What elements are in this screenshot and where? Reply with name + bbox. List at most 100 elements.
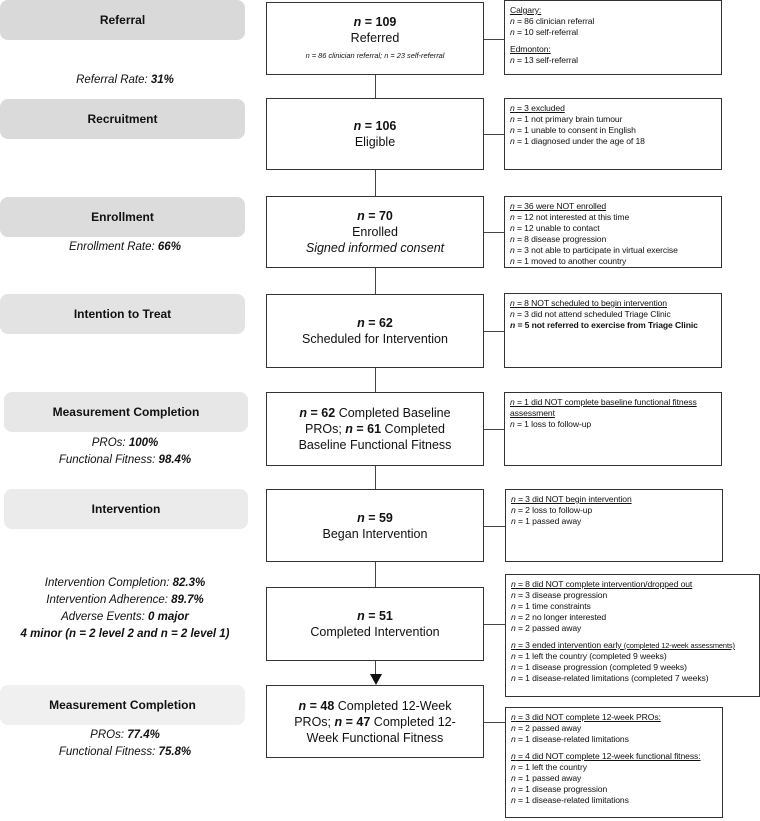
text-segment: = 3 disease progression xyxy=(515,590,608,600)
text-segment: = 1 not primary brain tumour xyxy=(514,114,623,124)
text-segment: Edmonton: xyxy=(510,44,551,54)
flow-box-line: Eligible xyxy=(355,134,395,150)
text-segment: Began Intervention xyxy=(322,526,428,541)
exclusion-line: n = 2 no longer interested xyxy=(511,612,754,623)
text-segment: 75.8% xyxy=(158,746,192,758)
text-segment: n xyxy=(511,734,516,744)
flow-connector xyxy=(375,562,377,587)
exclusion-box: n = 3 did NOT complete 12-week PROs:n = … xyxy=(505,707,723,818)
text-segment: = 1 disease-related limitations xyxy=(515,734,629,744)
text-segment: n xyxy=(357,510,365,525)
text-segment: n xyxy=(357,316,365,330)
text-segment: Eligible xyxy=(354,135,396,149)
connector-line xyxy=(484,38,504,40)
exclusion-line: n = 2 passed away xyxy=(511,623,754,634)
metric-line: Functional Fitness: 75.8% xyxy=(0,744,250,761)
text-segment: n xyxy=(511,640,516,650)
exclusion-line: Calgary: xyxy=(510,5,716,16)
text-segment: n xyxy=(510,114,515,124)
text-segment: n xyxy=(510,309,515,319)
text-segment: Enrollment Rate: xyxy=(69,241,158,253)
text-segment: n xyxy=(511,505,516,515)
text-segment: Scheduled for Intervention xyxy=(302,332,448,346)
text-segment: = 10 self-referral xyxy=(514,27,578,37)
text-segment: n xyxy=(357,209,365,223)
text-segment: = 1 passed away xyxy=(515,773,582,783)
exclusion-line: n = 3 disease progression xyxy=(511,590,754,601)
text-segment: n xyxy=(353,14,362,29)
connector-line xyxy=(484,721,505,723)
metric-line: PROs: 77.4% xyxy=(0,727,250,744)
text-segment: = 2 passed away xyxy=(515,723,582,733)
text-segment: PROs: xyxy=(90,729,128,741)
text-segment: = 106 xyxy=(361,119,397,133)
exclusion-line: n = 1 disease-related limitations (compl… xyxy=(511,673,754,684)
flow-connector xyxy=(375,170,377,196)
exclusion-line: n = 3 did NOT begin intervention xyxy=(511,494,717,505)
text-segment: = 48 xyxy=(306,698,335,713)
flow-box-line: Completed Intervention xyxy=(310,624,439,640)
text-segment: n xyxy=(510,256,515,266)
text-segment: n xyxy=(510,55,515,65)
text-segment: = 3 did not attend scheduled Triage Clin… xyxy=(514,309,671,319)
exclusion-line: n = 1 disease-related limitations xyxy=(511,795,717,806)
exclusion-line: n = 1 passed away xyxy=(511,516,717,527)
text-segment: Referral Rate: xyxy=(76,74,151,86)
text-segment: n xyxy=(511,590,516,600)
text-segment: = 2 no longer interested xyxy=(515,612,607,622)
text-segment: n xyxy=(510,27,515,37)
text-segment: PROs: xyxy=(91,437,129,449)
text-segment: = 1 diagnosed under the age of 18 xyxy=(514,136,645,146)
text-segment: (completed 12-week assessments) xyxy=(623,641,735,650)
text-segment: Week Functional Fitness xyxy=(306,730,444,745)
exclusion-line: n = 86 clinician referral xyxy=(510,16,716,27)
flow-connector xyxy=(375,268,377,294)
connector-line xyxy=(484,232,504,234)
stage-label-referral: Referral xyxy=(0,0,245,40)
stage-metrics: Enrollment Rate: 66% xyxy=(0,239,250,256)
flow-connector xyxy=(375,466,377,489)
exclusion-box: n = 1 did NOT complete baseline function… xyxy=(504,392,722,466)
text-segment: Completed xyxy=(381,422,446,436)
flow-connector xyxy=(375,75,377,98)
exclusion-line: n = 5 not referred to exercise from Tria… xyxy=(510,320,716,331)
text-segment: 89.7% xyxy=(171,594,204,606)
text-segment: = 1 moved to another country xyxy=(514,256,627,266)
text-segment: Adverse Events: xyxy=(61,611,148,623)
metric-line: Adverse Events: 0 major xyxy=(0,609,250,626)
text-segment: = 36 were NOT enrolled xyxy=(514,201,607,211)
text-segment: 4 minor (n = 2 level 2 and n = 2 level 1… xyxy=(20,628,230,640)
text-segment: = 1 passed away xyxy=(515,516,582,526)
flow-connector xyxy=(375,661,377,674)
text-segment: assessment xyxy=(510,408,555,418)
exclusion-line: n = 1 disease-related limitations xyxy=(511,734,717,745)
text-segment: n xyxy=(510,136,515,146)
text-segment: = 2 passed away xyxy=(515,623,582,633)
metric-line: Intervention Adherence: 89.7% xyxy=(0,592,250,609)
exclusion-line: n = 1 not primary brain tumour xyxy=(510,114,716,125)
text-segment: = 3 excluded xyxy=(514,103,565,113)
text-segment: n xyxy=(510,103,515,113)
text-segment: n xyxy=(510,397,515,407)
exclusion-line: n = 3 excluded xyxy=(510,103,716,114)
text-segment: n xyxy=(357,609,365,623)
text-segment: n xyxy=(510,245,515,255)
flow-box-line: n = 48 Completed 12-Week xyxy=(299,698,452,714)
text-segment: = 13 self-referral xyxy=(514,55,578,65)
text-segment: = 1 disease-related limitations (complet… xyxy=(515,673,709,683)
text-segment: Referred xyxy=(350,30,400,45)
text-segment: 0 major xyxy=(148,611,189,623)
text-segment: n xyxy=(298,698,307,713)
exclusion-line: n = 1 moved to another country xyxy=(510,256,716,267)
flow-box-line: n = 109 xyxy=(354,14,397,30)
exclusion-line: n = 1 time constraints xyxy=(511,601,754,612)
text-segment: Signed informed consent xyxy=(305,241,445,255)
flow-box-line: Baseline Functional Fitness xyxy=(299,437,452,453)
text-segment: n xyxy=(511,751,516,761)
text-segment: n xyxy=(511,662,516,672)
metric-line: Functional Fitness: 98.4% xyxy=(0,452,250,469)
text-segment: = 1 disease progression (completed 9 wee… xyxy=(515,662,687,672)
